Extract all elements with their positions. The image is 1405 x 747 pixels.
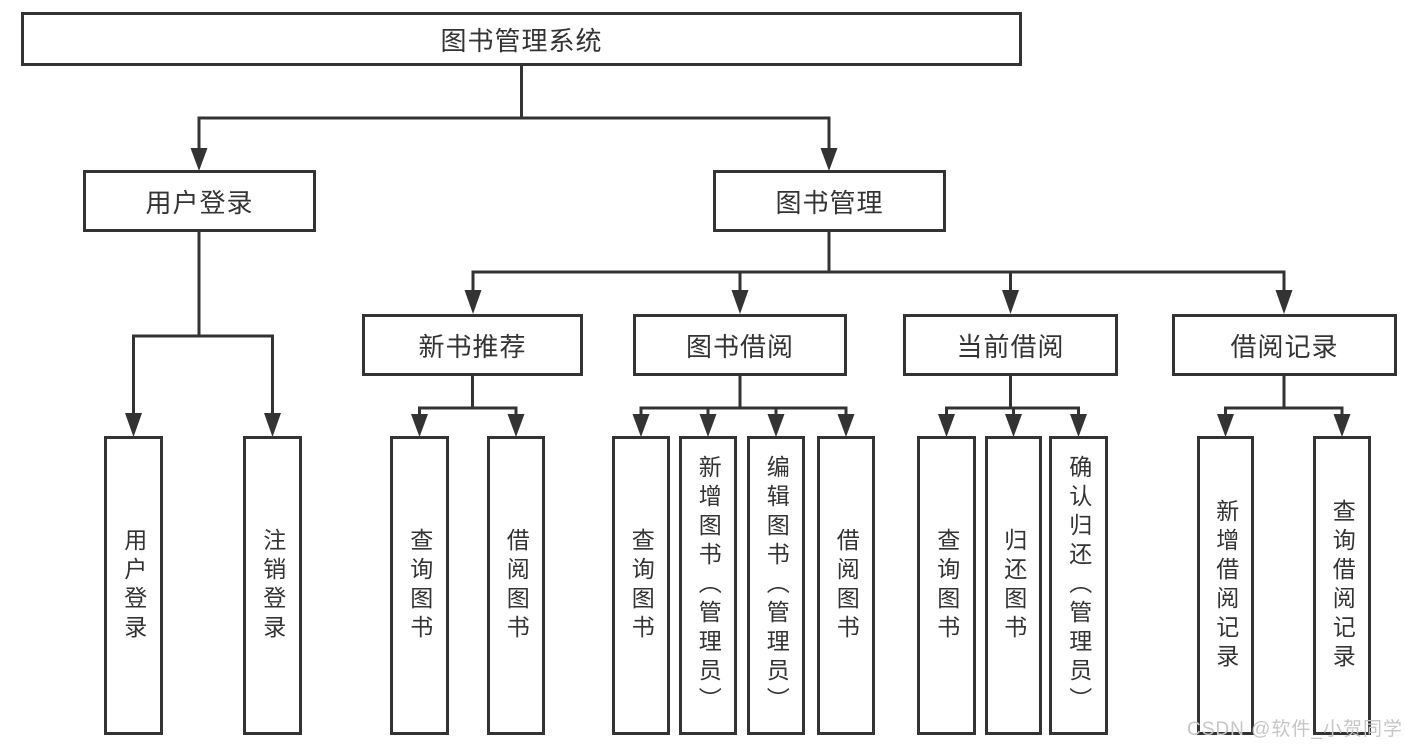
leaf-label: 查询图书 (406, 527, 433, 644)
leaf-label: 查询图书 (933, 527, 960, 644)
node-user-login: 用户登录 (83, 170, 316, 232)
node-borrowing-records: 借阅记录 (1172, 314, 1397, 376)
node-book-management: 图书管理 (713, 170, 946, 232)
node-book-borrowing: 图书借阅 (633, 314, 847, 376)
leaf-label: 编辑图书（管理员） (763, 455, 790, 716)
leaf-current-confirm-return-admin: 确认归还（管理员） (1049, 436, 1108, 735)
leaf-label: 查询图书 (628, 527, 655, 644)
leaf-current-query-books: 查询图书 (917, 436, 976, 735)
leaf-current-return-books: 归还图书 (985, 436, 1042, 735)
leaf-label: 注销登录 (259, 527, 286, 644)
node-label: 借阅记录 (1230, 331, 1339, 362)
node-label: 图书管理 (775, 187, 884, 218)
leaf-label: 查询借阅记录 (1329, 498, 1356, 673)
leaf-label: 新增图书（管理员） (695, 455, 722, 716)
leaf-label: 借阅图书 (833, 527, 860, 644)
node-new-book-recommendation: 新书推荐 (362, 314, 583, 376)
leaf-label: 借阅图书 (503, 527, 530, 644)
node-label: 图书管理系统 (440, 25, 603, 56)
leaf-user-login: 用户登录 (104, 436, 163, 735)
leaf-borrowing-query-books: 查询图书 (612, 436, 670, 735)
leaf-borrowing-borrow-books: 借阅图书 (817, 436, 875, 735)
csdn-watermark: CSDN @软件_小贺同学 (1187, 719, 1403, 740)
node-label: 用户登录 (145, 187, 254, 218)
leaf-label: 归还图书 (1000, 527, 1027, 644)
node-current-borrowing: 当前借阅 (903, 314, 1118, 376)
leaf-logout: 注销登录 (243, 436, 302, 735)
leaf-records-add-record: 新增借阅记录 (1197, 436, 1254, 735)
leaf-records-query-record: 查询借阅记录 (1313, 436, 1371, 735)
leaf-label: 用户登录 (120, 527, 147, 644)
leaf-label: 新增借阅记录 (1212, 498, 1239, 673)
leaf-borrowing-add-books-admin: 新增图书（管理员） (679, 436, 737, 735)
node-label: 新书推荐 (418, 331, 527, 362)
leaf-label: 确认归还（管理员） (1065, 455, 1092, 716)
node-label: 当前借阅 (956, 331, 1065, 362)
leaf-borrowing-edit-books-admin: 编辑图书（管理员） (747, 436, 805, 735)
node-label: 图书借阅 (685, 331, 794, 362)
leaf-recommend-query-books: 查询图书 (390, 436, 449, 735)
leaf-recommend-borrow-books: 借阅图书 (487, 436, 545, 735)
node-root: 图书管理系统 (21, 12, 1022, 66)
